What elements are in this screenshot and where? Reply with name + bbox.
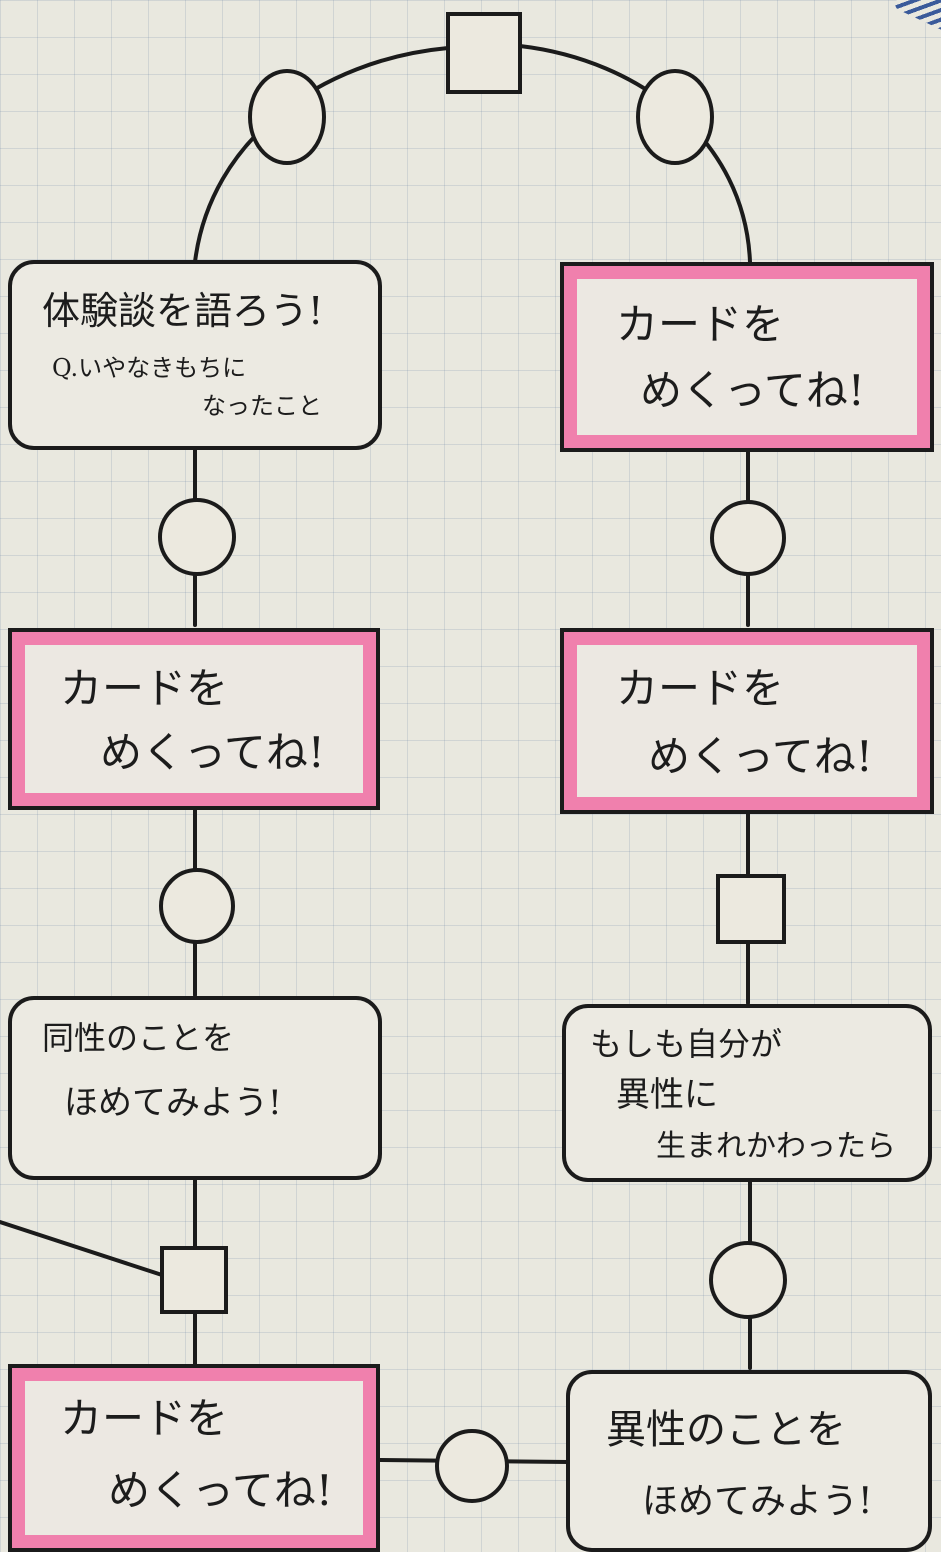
box-line-1: カードを xyxy=(60,664,229,713)
box-line-1: もしも自分が xyxy=(590,1025,783,1063)
side-branch-line xyxy=(0,1220,164,1277)
circle-space-top-left xyxy=(248,69,326,165)
circle-space-right-2 xyxy=(709,1241,787,1319)
box-line-1: 同性のことを xyxy=(42,1019,235,1057)
box-line-2: ほめてみよう! xyxy=(642,1481,873,1522)
top-arch-right xyxy=(518,44,752,264)
box-praise-opposite-sex: 異性のことを ほめてみよう! xyxy=(566,1370,932,1552)
circle-space-left-1 xyxy=(158,498,236,576)
box-line-1: カードを xyxy=(616,664,785,713)
box-line-2: めくってね! xyxy=(100,728,325,777)
box-line-3: なったこと xyxy=(202,392,322,420)
box-line-2: Q.いやなきもちに xyxy=(52,354,247,382)
box-card-left-2: カードを めくってね! xyxy=(8,1364,380,1552)
box-if-opposite-sex: もしも自分が 異性に 生まれかわったら xyxy=(562,1004,932,1182)
box-talk-experience: 体験談を語ろう! Q.いやなきもちに なったこと xyxy=(8,260,382,450)
circle-space-bottom xyxy=(435,1429,509,1503)
circle-space-left-2 xyxy=(159,868,235,944)
square-space-right xyxy=(716,874,786,944)
box-line-2: めくってね! xyxy=(640,366,865,415)
box-line-1: 体験談を語ろう! xyxy=(42,289,324,333)
box-line-1: カードを xyxy=(60,1394,229,1443)
box-line-2: ほめてみよう! xyxy=(64,1083,282,1123)
circle-space-top-right xyxy=(636,69,714,165)
box-line-1: 異性のことを xyxy=(606,1407,846,1453)
top-arch-left xyxy=(193,46,450,264)
box-line-2: めくってね! xyxy=(648,732,873,781)
box-line-1: カードを xyxy=(616,300,785,349)
box-card-left-1: カードを めくってね! xyxy=(8,628,380,810)
box-line-3: 生まれかわったら xyxy=(656,1129,896,1164)
box-card-right-1: カードを めくってね! xyxy=(560,262,934,452)
box-line-2: 異性に xyxy=(616,1075,718,1115)
box-praise-same-sex: 同性のことを ほめてみよう! xyxy=(8,996,382,1180)
square-space-left xyxy=(160,1246,228,1314)
circle-space-right-1 xyxy=(710,500,786,576)
box-line-2: めくってね! xyxy=(108,1466,333,1515)
box-card-right-2: カードを めくってね! xyxy=(560,628,934,814)
square-space-top xyxy=(446,12,522,94)
